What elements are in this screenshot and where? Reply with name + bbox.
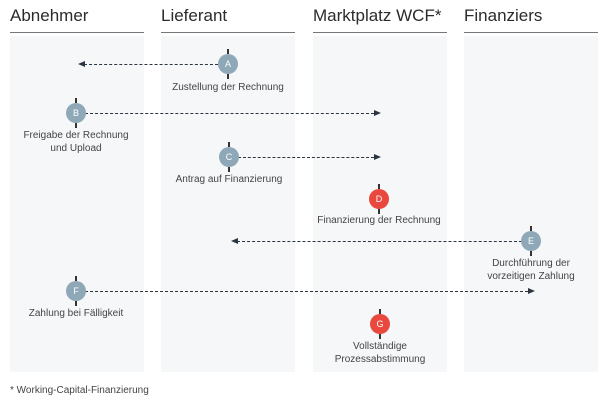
node-tick xyxy=(378,184,380,189)
node-tick xyxy=(227,74,229,79)
node-tick xyxy=(379,309,381,314)
step-d-label: Finanzierung der Rechnung xyxy=(317,215,441,226)
step-c-node: C xyxy=(219,147,239,167)
column-header-finanziers: Finanziers xyxy=(464,6,543,25)
step-b-node: B xyxy=(66,103,86,123)
step-a-node: A xyxy=(218,54,238,74)
arrowhead-right-icon xyxy=(374,154,381,160)
node-tick xyxy=(530,226,532,231)
node-tick xyxy=(530,251,532,256)
arrowhead-left-icon xyxy=(231,238,238,244)
column-rule xyxy=(464,32,598,33)
node-tick xyxy=(378,209,380,214)
node-tick xyxy=(75,276,77,281)
node-tick xyxy=(75,123,77,128)
step-b-label-line2: und Upload xyxy=(50,143,102,154)
step-g-label-line1: Vollständige xyxy=(353,341,407,352)
footnote: * Working-Capital-Finanzierung xyxy=(10,385,149,396)
step-a-label: Zustellung der Rechnung xyxy=(172,82,284,93)
step-f-label: Zahlung bei Fälligkeit xyxy=(28,308,124,319)
step-e-label-line2: vorzeitigen Zahlung xyxy=(487,271,575,282)
arrow-b-to-marktplatz xyxy=(85,113,374,114)
arrowhead-right-icon xyxy=(374,110,381,116)
node-tick xyxy=(227,49,229,54)
step-e-label-line1: Durchführung der xyxy=(492,258,570,269)
arrow-a-to-abnehmer xyxy=(84,64,218,65)
step-e-node: E xyxy=(521,231,541,251)
step-f-node: F xyxy=(66,281,86,301)
column-panel-abnehmer xyxy=(10,36,144,372)
column-header-marktplatz: Marktplatz WCF* xyxy=(313,6,442,25)
arrow-e-to-lieferant xyxy=(237,241,522,242)
arrow-c-to-marktplatz xyxy=(238,157,374,158)
column-rule xyxy=(10,32,144,33)
node-tick xyxy=(75,98,77,103)
column-header-abnehmer: Abnehmer xyxy=(10,6,89,25)
step-c-label: Antrag auf Finanzierung xyxy=(175,174,283,185)
node-tick xyxy=(75,301,77,306)
arrowhead-right-icon xyxy=(528,288,535,294)
column-rule xyxy=(313,32,447,33)
column-rule xyxy=(161,32,295,33)
node-tick xyxy=(379,334,381,339)
arrowhead-left-icon xyxy=(78,61,85,67)
arrow-f-to-finanziers xyxy=(85,291,528,292)
step-b-label-line1: Freigabe der Rechnung xyxy=(23,130,129,141)
node-tick xyxy=(228,167,230,172)
node-tick xyxy=(228,142,230,147)
step-d-node: D xyxy=(369,189,389,209)
step-g-node: G xyxy=(370,314,390,334)
column-panel-finanziers xyxy=(464,36,598,372)
column-panel-lieferant xyxy=(161,36,295,372)
step-g-label-line2: Prozessabstimmung xyxy=(334,354,426,365)
column-header-lieferant: Lieferant xyxy=(161,6,228,25)
